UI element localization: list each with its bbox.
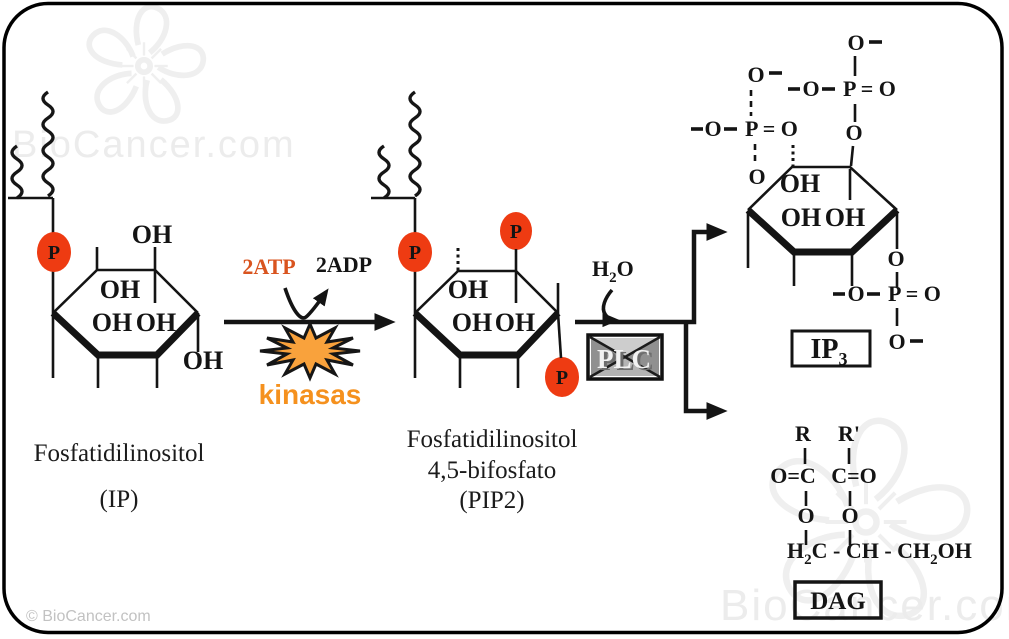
p-double-o-label: P = O [745, 116, 798, 141]
oh-label: OH [100, 275, 140, 304]
brand-watermark-bottom: BioCancer.com [720, 581, 1009, 630]
phosphate-badge [398, 232, 432, 272]
o-label: O [704, 116, 721, 141]
oh-label: OH [495, 308, 535, 337]
inositol-ring [745, 145, 900, 286]
phosphate-p-label: P [510, 221, 522, 243]
o-label: O [747, 62, 764, 87]
p-double-o-label: P = O [843, 76, 896, 101]
branch-arrow-dag [683, 322, 728, 420]
glycerol-backbone-label: H2C - CH - CH2OH [787, 538, 972, 568]
o-label: O [748, 164, 765, 189]
phosphate-badge [37, 232, 71, 272]
pip2-title-line1: Fosfatidilinositol [407, 426, 578, 453]
plc-box: PLC PLC [586, 333, 664, 381]
atp-label: 2ATP [242, 254, 295, 279]
inositol-ring [50, 247, 201, 388]
brand-watermark-top: BioCancer.com [12, 124, 296, 166]
watermarks: BioCancer.com BioCancer.com © BioCancer.… [12, 7, 1009, 630]
molecule-dag: R R' O=C C=O O O H2C - CH - CH2OH DAG [770, 421, 972, 620]
o-label: O [887, 246, 904, 271]
reaction-kinase: 2ATP 2ADP kinasas [224, 252, 396, 410]
oh-label: OH [780, 169, 820, 198]
r2-label: R' [838, 421, 860, 446]
r1-label: R [795, 421, 812, 446]
phosphate-p-label: P [556, 367, 568, 389]
oh-label: OH [92, 308, 132, 337]
ip3-box [790, 329, 872, 368]
dag-label: DAG [810, 588, 866, 615]
ip-abbr: (IP) [100, 486, 139, 513]
adp-label: 2ADP [316, 252, 372, 277]
branch-arrow-ip3 [575, 223, 728, 325]
molecule-pip2: P P P OH OH OH Fosfatidilinositol 4,5-bi… [371, 90, 579, 514]
oh-label: OH [136, 308, 176, 337]
plc-label-shadow: PLC [600, 346, 654, 376]
o-label: O [841, 503, 858, 528]
phosphate-p-label: P [409, 242, 421, 264]
ip3-label: IP3 [811, 334, 848, 369]
oh-label: OH [781, 203, 821, 232]
o-label: O [797, 503, 814, 528]
oh-label: OH [825, 203, 865, 232]
o-label: O [845, 120, 862, 145]
fatty-acid-chains [371, 90, 422, 378]
reaction-plc: H2O PLC PLC [575, 223, 728, 420]
p-double-o-label: P = O [888, 281, 941, 306]
copyright-text: © BioCancer.com [26, 608, 151, 625]
o-label: O [847, 30, 864, 55]
ester-right-label: C=O [831, 463, 877, 488]
molecule-ip3: OH OH OH O O P = O O O O P = O O [691, 30, 941, 369]
plc-label: PLC [597, 344, 651, 374]
phosphate-badge [500, 212, 532, 250]
oh-label: OH [452, 308, 492, 337]
dag-box [793, 580, 883, 620]
inositol-ring [412, 248, 563, 388]
o-label: O [888, 329, 905, 354]
flower-watermark-icon [85, 7, 207, 128]
o-label: O [847, 281, 864, 306]
h2o-label: H2O [592, 256, 634, 286]
oh-label: OH [448, 275, 488, 304]
pip2-title-line2: 4,5-bifosfato [428, 457, 556, 484]
water-arrow [601, 288, 620, 328]
phosphate-p-label: P [48, 242, 60, 264]
pip2-abbr: (PIP2) [459, 487, 524, 514]
phosphate-group-5: O O P = O O [833, 213, 941, 354]
phosphate-group-1: O O P = O O [691, 62, 798, 189]
atp-adp-arrow [283, 287, 329, 320]
phosphate-badge [545, 357, 579, 397]
kinases-label: kinasas [259, 379, 362, 410]
oh-label: OH [183, 346, 223, 375]
oh-label: OH [132, 220, 172, 249]
ester-left-label: O=C [770, 463, 816, 488]
fatty-acid-chains [8, 90, 55, 378]
o-label: O [802, 76, 819, 101]
phosphate-group-4: O O P = O O [788, 30, 896, 167]
burst-icon [259, 320, 361, 382]
molecule-ip: P OH OH OH OH OH Fosfatidilinositol (IP) [8, 90, 223, 513]
ip-title: Fosfatidilinositol [34, 440, 205, 467]
